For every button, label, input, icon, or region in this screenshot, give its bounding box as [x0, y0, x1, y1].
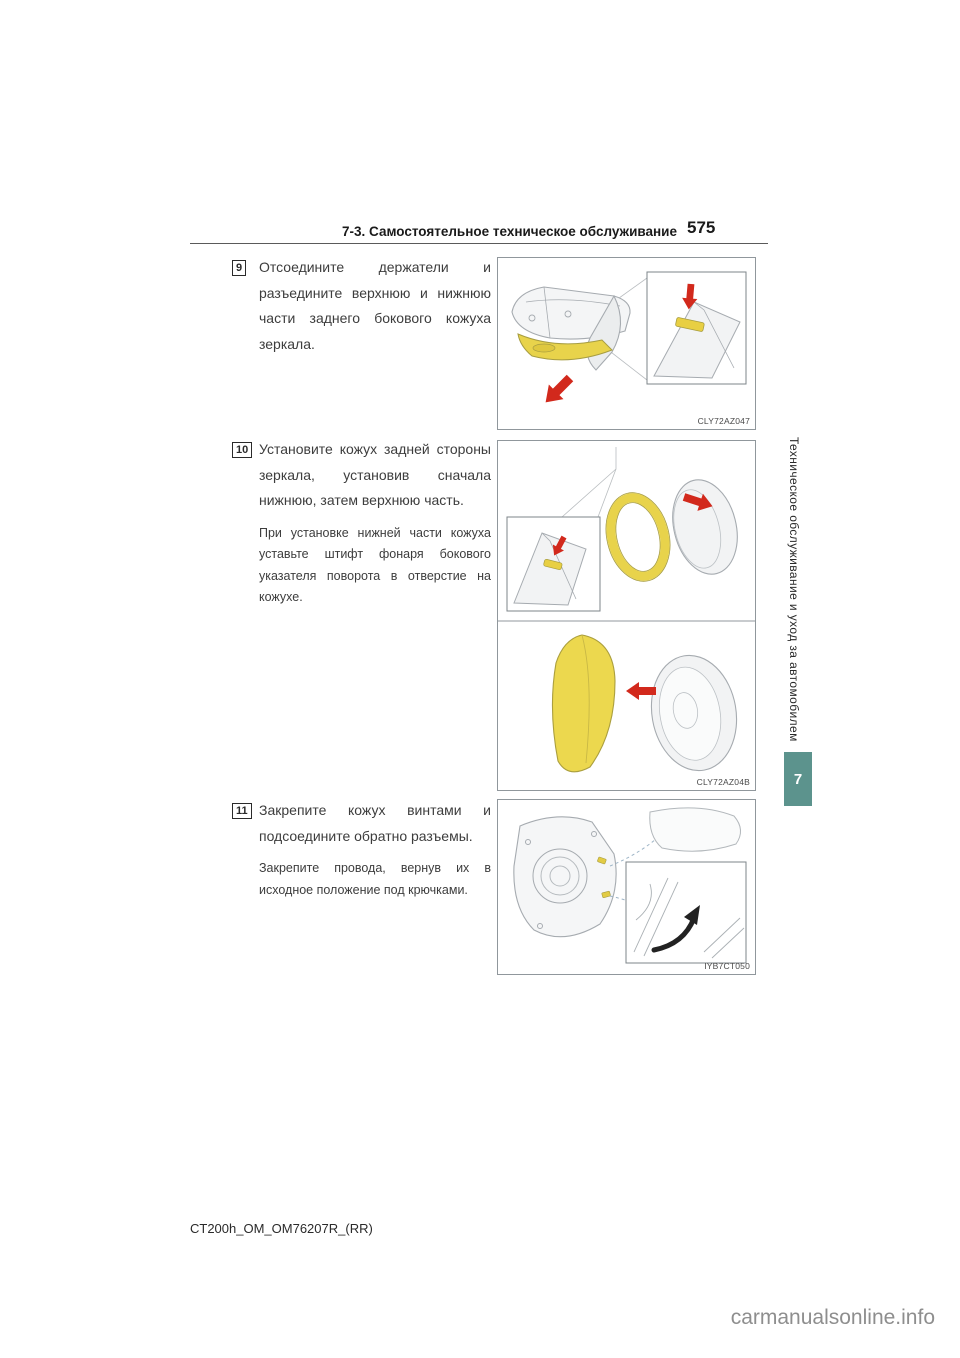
wire-clip	[601, 890, 611, 899]
header-divider	[190, 243, 768, 244]
page-number: 575	[687, 218, 716, 237]
figure-code: CLY72AZ04B	[696, 777, 750, 787]
step-number-badge: 9	[232, 260, 247, 276]
yellow-lower-cover	[517, 333, 613, 361]
black-arrowhead	[684, 905, 700, 925]
wire-clip	[597, 856, 607, 865]
figure-3-illustration	[513, 807, 747, 964]
yellow-retainer-clip	[675, 317, 705, 332]
step-11: 11 Закрепите кожух винтами и подсоединит…	[232, 798, 492, 901]
figure-2-illustration	[498, 447, 755, 773]
figure-code: CLY72AZ047	[697, 416, 750, 426]
chapter-tab: 7	[784, 752, 812, 806]
red-arrow-icon	[682, 283, 698, 310]
step-text: Установите кожух задней стороны зеркала,…	[259, 441, 491, 508]
figure-wire-hooks: IYB7CT050	[497, 799, 756, 975]
section-header: 7-3. Самостоятельное техническое обслужи…	[342, 224, 677, 239]
step-text: Отсоедините держатели и разъедините верх…	[259, 259, 491, 352]
black-curved-arrow-icon	[651, 915, 697, 953]
inset-detail-box	[625, 861, 747, 964]
step-number-badge: 11	[232, 803, 252, 819]
yellow-bezel-ring	[605, 492, 671, 582]
yellow-upper-cover	[551, 634, 616, 773]
red-arrow-icon	[626, 682, 656, 700]
mirror-cap-art	[672, 479, 738, 575]
red-arrow-icon	[682, 493, 713, 511]
red-arrow-icon	[545, 374, 574, 403]
step-note: При установке нижней части кожуха уставь…	[259, 525, 491, 605]
document-code: CT200h_OM_OM76207R_(RR)	[190, 1221, 373, 1236]
chapter-sidebar-text: Техническое обслуживание и уход за автом…	[787, 437, 801, 742]
figure-mirror-cover-removal: CLY72AZ047	[497, 257, 756, 430]
step-10: 10 Установите кожух задней стороны зерка…	[232, 437, 492, 609]
watermark: carmanualsonline.info	[730, 1306, 935, 1329]
turn-signal-pin	[543, 558, 563, 570]
step-9: 9 Отсоедините держатели и разъедините ве…	[232, 255, 492, 357]
mirror-base-art	[513, 816, 617, 938]
figure-code: IYB7CT050	[704, 961, 750, 971]
step-number-badge: 10	[232, 442, 253, 458]
step-text: Закрепите кожух винтами и подсоедините о…	[259, 802, 491, 844]
red-arrow-icon	[552, 535, 567, 556]
figure-1-illustration	[511, 271, 747, 403]
step-note: Закрепите провода, вернув их в исходное …	[259, 861, 491, 897]
figure-mirror-cover-installation: CLY72AZ04B	[497, 440, 756, 791]
mirror-housing-back-art	[650, 654, 738, 772]
